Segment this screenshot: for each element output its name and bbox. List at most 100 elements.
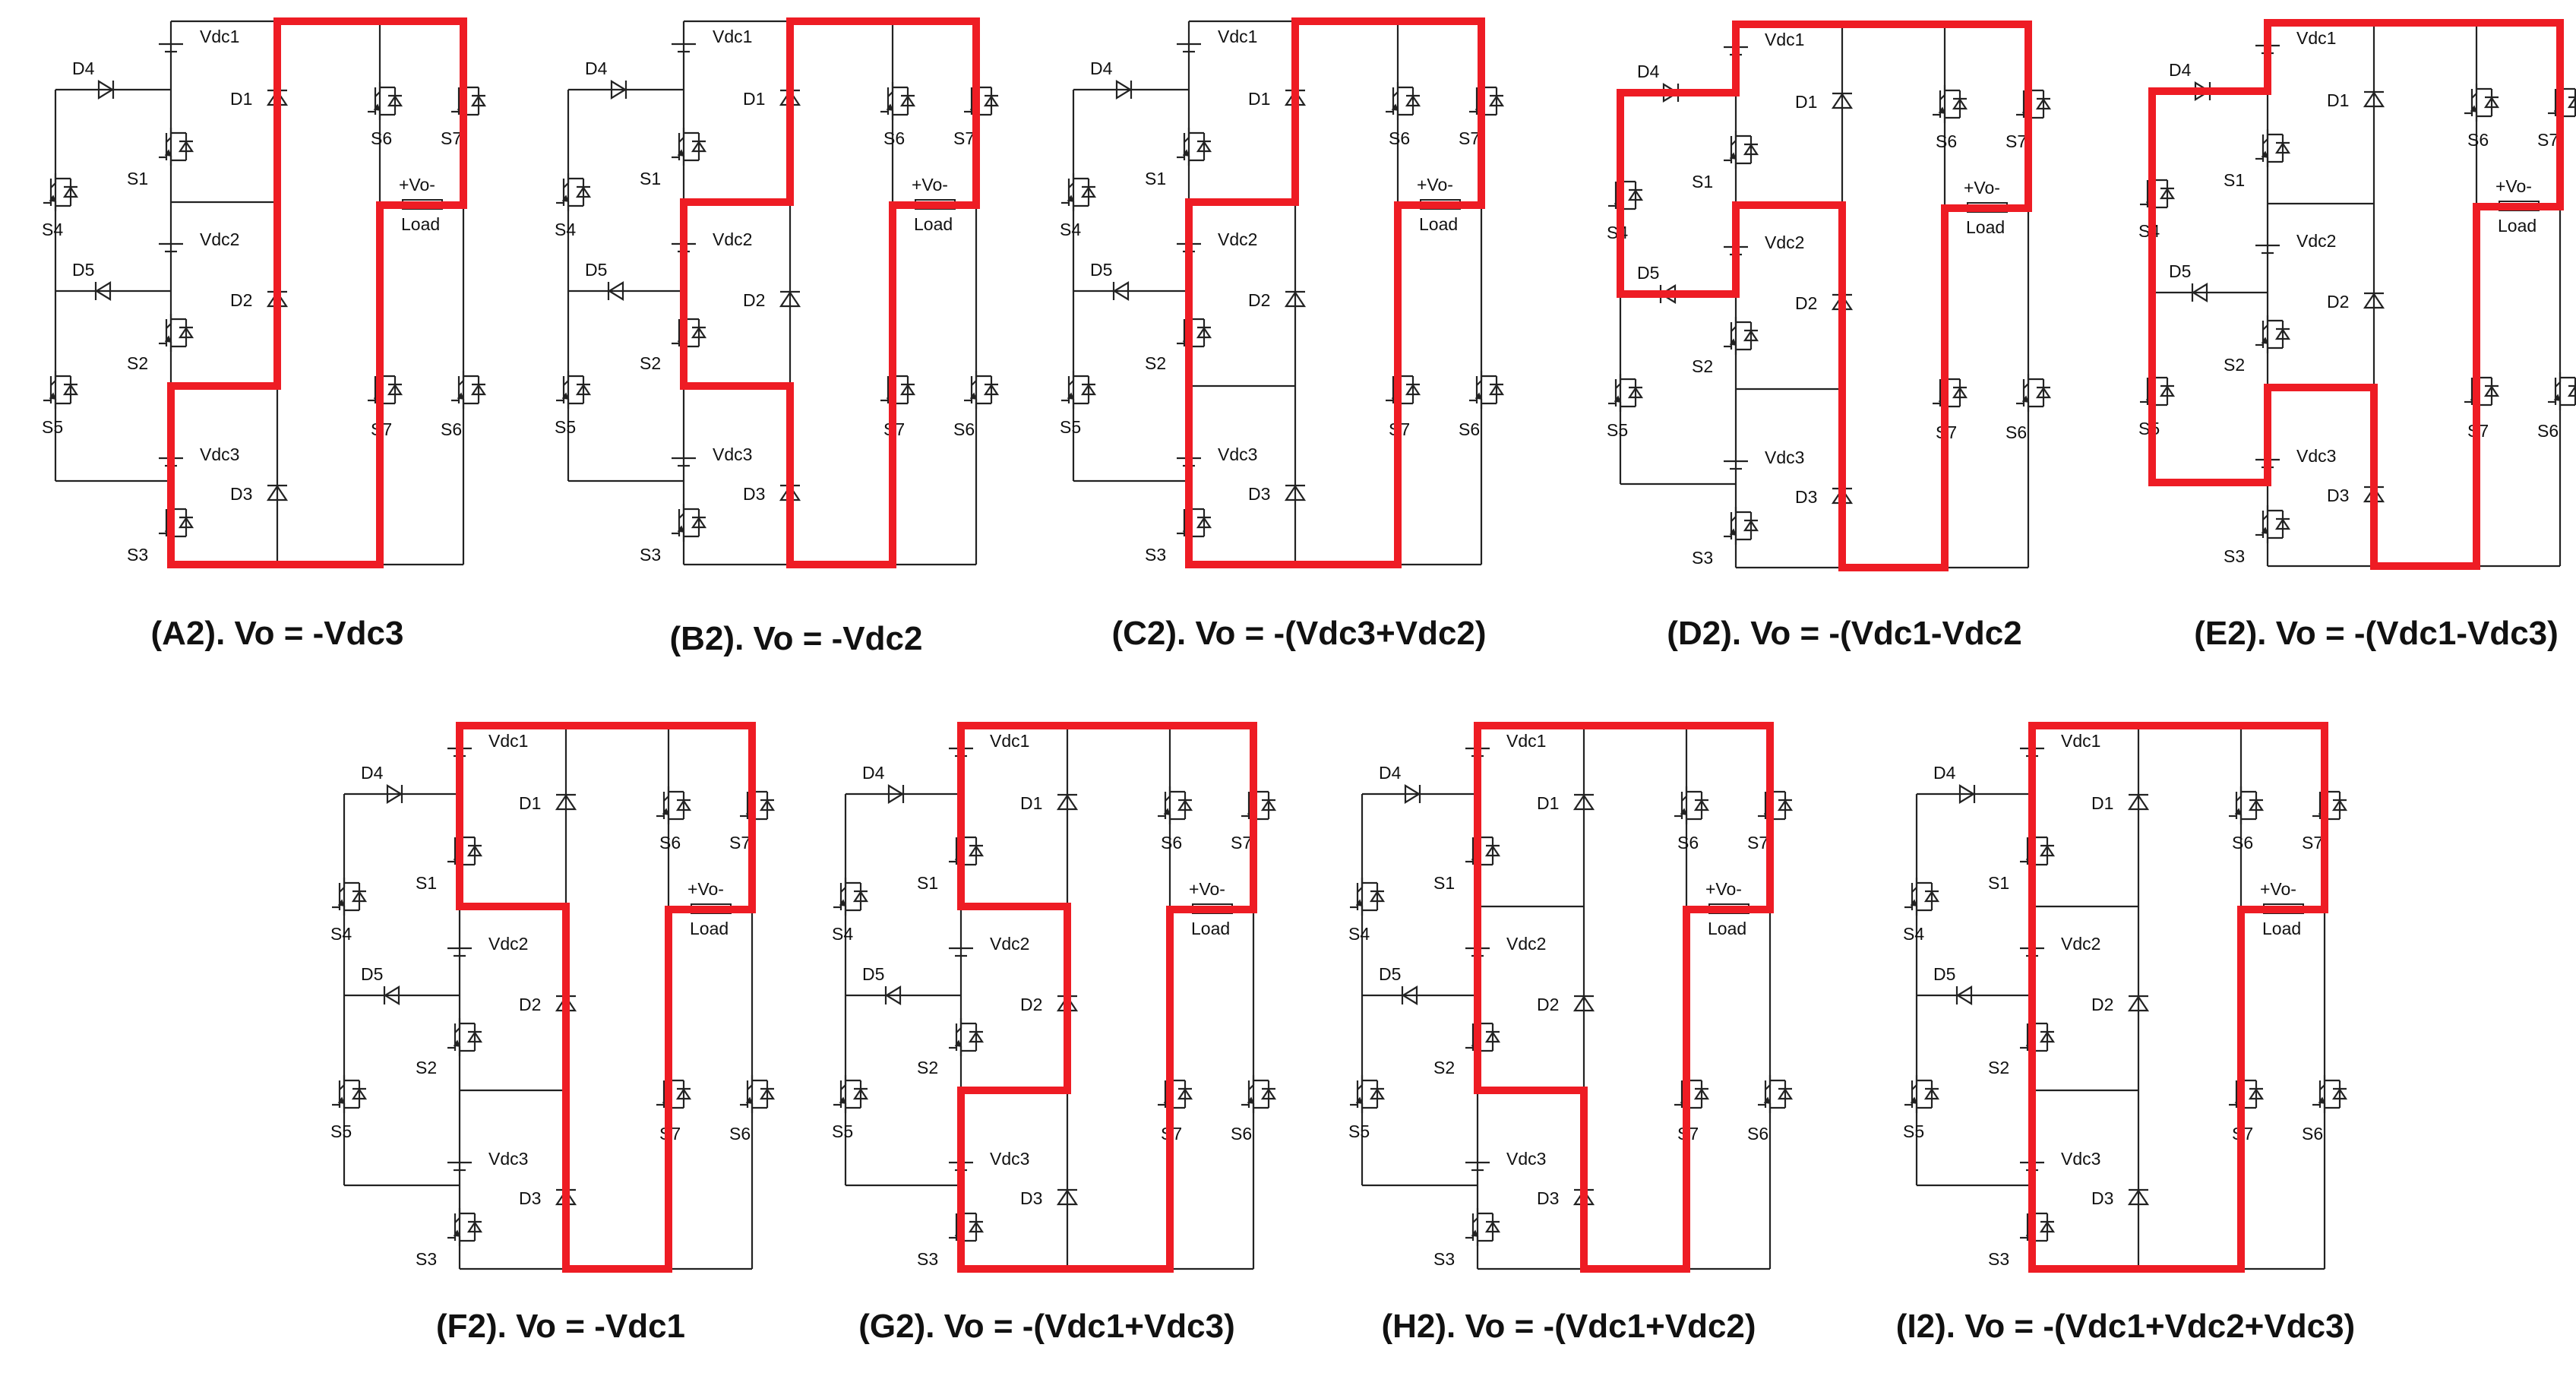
switch-s1	[447, 832, 483, 870]
diode-d2	[2127, 995, 2150, 1012]
switch-s2	[2020, 1018, 2056, 1056]
diode-d4	[1115, 80, 1133, 100]
switch-s7-upper	[740, 786, 776, 824]
label-d4: D4	[1933, 763, 1956, 783]
label-s6-lower: S6	[1747, 1124, 1768, 1144]
caption-b2: (B2). Vo = -Vdc2	[670, 620, 923, 657]
battery-vdc3	[1724, 460, 1748, 470]
battery-vdc3	[672, 457, 696, 467]
label-s6-upper: S6	[2232, 833, 2253, 853]
switch-s6-lower	[964, 371, 1000, 409]
label-vdc3: Vdc3	[1506, 1149, 1546, 1169]
current-path-e2	[2148, 19, 2564, 570]
load-label: Load	[690, 919, 729, 938]
label-s3: S3	[1692, 548, 1713, 568]
load-label: Load	[401, 214, 440, 234]
label-vdc1: Vdc1	[990, 731, 1029, 751]
label-d5: D5	[1379, 964, 1401, 984]
label-s2: S2	[1145, 353, 1166, 373]
output-voltage-label: +Vo-	[1417, 175, 1453, 195]
label-d1: D1	[230, 89, 252, 109]
switch-s6-lower	[2016, 374, 2052, 412]
switch-s7-lower	[1933, 374, 1968, 412]
current-path-c2	[1185, 17, 1485, 568]
load-label: Load	[914, 214, 953, 234]
label-d2: D2	[743, 290, 765, 310]
caption-d2: (D2). Vo = -(Vdc1-Vdc2	[1667, 615, 2021, 652]
label-vdc1: Vdc1	[1765, 30, 1804, 49]
label-d1: D1	[2091, 793, 2113, 813]
caption-a2: (A2). Vo = -Vdc3	[151, 615, 404, 652]
diode-d4	[610, 80, 627, 100]
label-d1: D1	[519, 793, 541, 813]
switch-s4	[2140, 175, 2176, 213]
label-d3: D3	[743, 484, 765, 504]
label-vdc3: Vdc3	[1765, 448, 1804, 467]
label-s2: S2	[1433, 1058, 1455, 1077]
label-vdc2: Vdc2	[1506, 934, 1546, 954]
output-voltage-label: +Vo-	[2260, 879, 2296, 899]
battery-vdc3	[1465, 1161, 1490, 1172]
label-vdc3: Vdc3	[200, 444, 239, 464]
diode-d1	[1831, 92, 1854, 109]
switch-s7-upper	[2312, 786, 2348, 824]
diode-d3	[1284, 484, 1307, 501]
diode-d2	[2363, 292, 2385, 309]
diode-d3	[1056, 1188, 1079, 1206]
label-d3: D3	[2091, 1188, 2113, 1208]
label-s1: S1	[416, 873, 437, 893]
label-s6-lower: S6	[2005, 422, 2027, 442]
switch-s6-upper	[2229, 786, 2265, 824]
diode-d2	[1572, 995, 1595, 1012]
label-s1: S1	[1145, 169, 1166, 188]
label-vdc3: Vdc3	[990, 1149, 1029, 1169]
label-d4: D4	[1090, 59, 1113, 78]
switch-s1	[1724, 131, 1759, 169]
label-s6-upper: S6	[1936, 131, 1957, 151]
label-s1: S1	[917, 873, 938, 893]
switch-s2	[672, 314, 707, 352]
diode-d5	[94, 281, 112, 301]
label-s4: S4	[555, 220, 576, 239]
label-s4: S4	[1060, 220, 1081, 239]
label-s2: S2	[1988, 1058, 2009, 1077]
caption-c2: (C2). Vo = -(Vdc3+Vdc2)	[1111, 615, 1486, 652]
label-d3: D3	[1795, 487, 1817, 507]
diode-d4	[1404, 784, 1421, 804]
label-d1: D1	[1795, 92, 1817, 112]
switch-s7-lower	[2229, 1075, 2265, 1113]
current-path-b2	[680, 17, 980, 568]
label-vdc1: Vdc1	[200, 27, 239, 46]
label-d4: D4	[862, 763, 885, 783]
load-label: Load	[1966, 217, 2005, 237]
label-s3: S3	[127, 545, 148, 565]
switch-s6-upper	[880, 82, 916, 120]
label-s7-upper: S7	[441, 128, 462, 148]
switch-s2	[1724, 317, 1759, 355]
switch-s7-lower	[880, 371, 916, 409]
label-s5: S5	[1607, 420, 1628, 440]
label-d2: D2	[2327, 292, 2349, 312]
circuit-panel-f2: +Vo-LoadVdc1Vdc2Vdc3D1D2D3D4D5S1S2S3S4S5…	[330, 722, 776, 1273]
label-s4: S4	[1348, 924, 1370, 944]
diode-d1	[2127, 793, 2150, 811]
switch-s4	[1904, 878, 1940, 916]
label-s6-upper: S6	[1389, 128, 1410, 148]
current-path-f2	[456, 722, 756, 1273]
switch-s2	[1465, 1018, 1501, 1056]
switch-s7-upper	[1241, 786, 1277, 824]
label-vdc1: Vdc1	[1506, 731, 1546, 751]
switch-s6-lower	[1241, 1075, 1277, 1113]
label-s6-lower: S6	[1459, 419, 1480, 439]
label-s3: S3	[1433, 1249, 1455, 1269]
label-s5: S5	[1060, 417, 1081, 437]
label-vdc2: Vdc2	[713, 229, 752, 249]
switch-s6-lower	[451, 371, 487, 409]
caption-f2: (F2). Vo = -Vdc1	[436, 1308, 685, 1345]
label-s3: S3	[640, 545, 661, 565]
switch-s1	[1177, 128, 1212, 166]
output-voltage-label: +Vo-	[912, 175, 948, 195]
label-d3: D3	[230, 484, 252, 504]
label-d3: D3	[1537, 1188, 1559, 1208]
